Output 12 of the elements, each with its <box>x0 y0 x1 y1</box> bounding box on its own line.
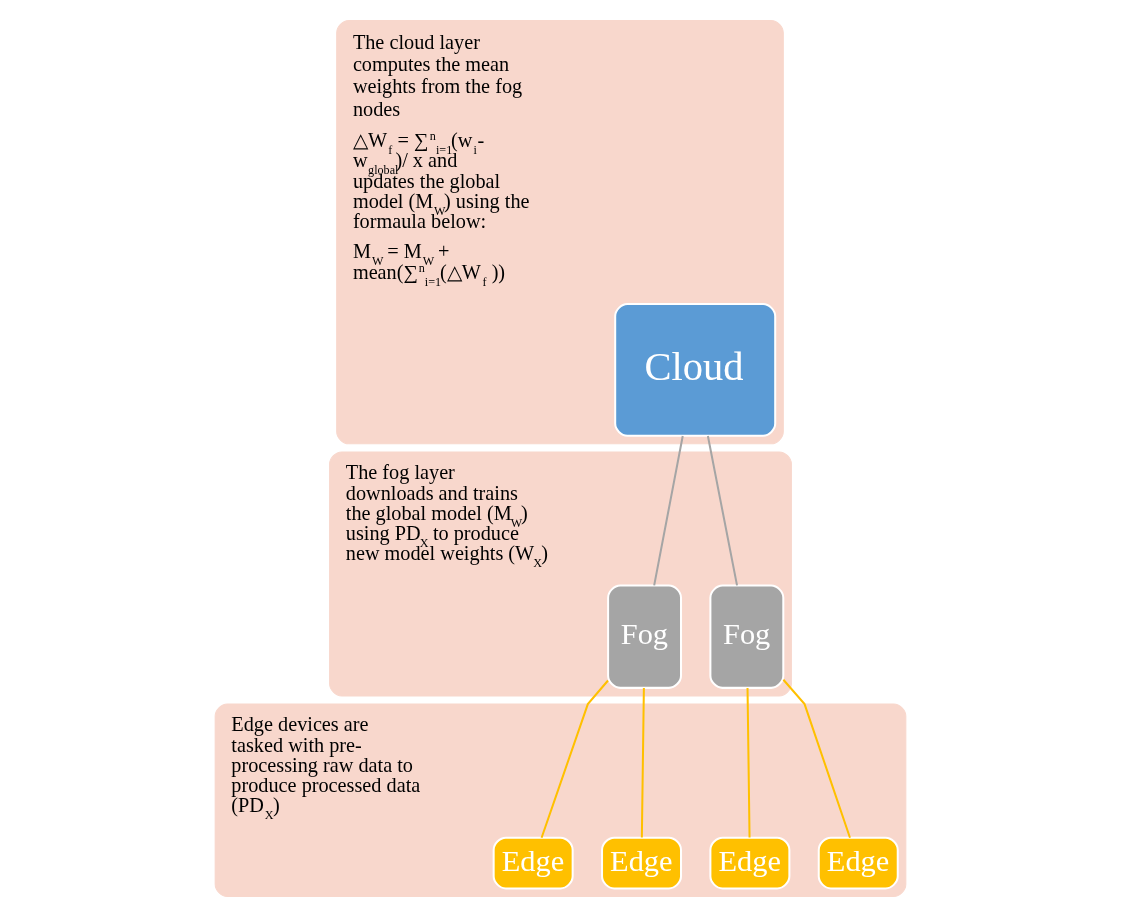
node-box: Edge <box>817 836 899 890</box>
node-box: Cloud <box>614 303 777 437</box>
node-box: Fog <box>709 584 785 689</box>
node-box: Fog <box>607 584 683 689</box>
connector <box>706 435 739 586</box>
node-box: Edge <box>601 836 683 890</box>
node-box: Edge <box>709 836 791 890</box>
node-box: Edge <box>492 836 574 890</box>
connector <box>746 688 751 838</box>
connector <box>540 679 609 839</box>
connector <box>640 688 645 838</box>
connector <box>782 679 851 839</box>
